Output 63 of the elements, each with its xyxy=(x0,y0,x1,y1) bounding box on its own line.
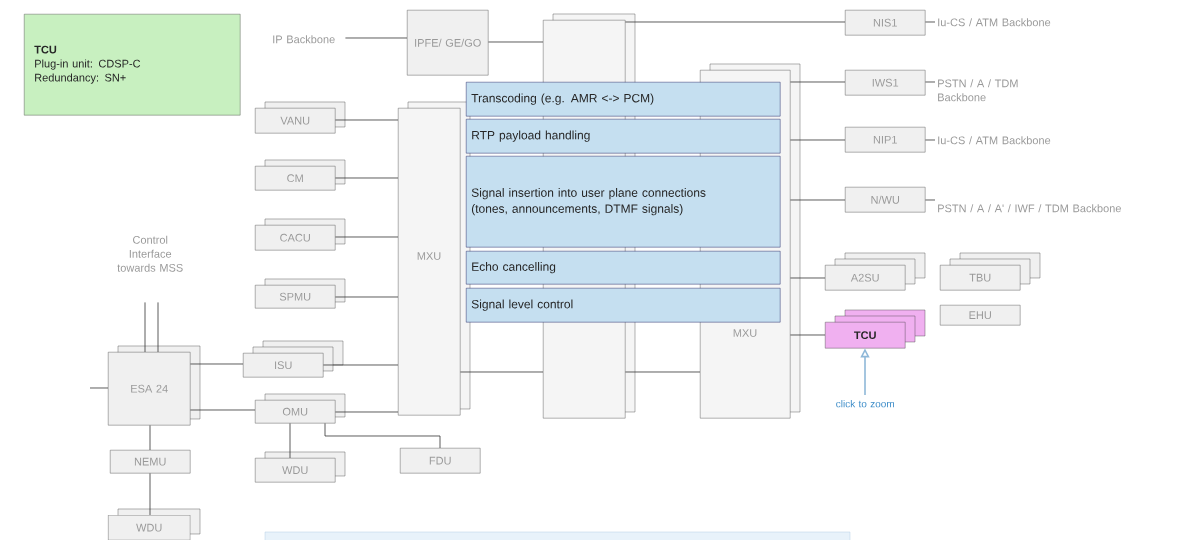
unit-box: OMU xyxy=(255,393,346,424)
function-box: RTP payload handling xyxy=(466,119,781,154)
unit-box: IWS1 xyxy=(845,70,926,96)
info-box: TCU Plug-in unit: CDSP-C Redundancy: SN+ xyxy=(24,14,241,116)
connector-line xyxy=(925,199,936,201)
unit-box: WDU xyxy=(108,508,201,540)
connector-line xyxy=(925,139,936,141)
unit-box: NIS1 xyxy=(845,10,926,36)
unit-box: WDU xyxy=(255,451,346,483)
function-box: Signal insertion into user plane connections (tones, announcements, DTMF signals) xyxy=(466,156,781,248)
connector-line xyxy=(324,423,441,449)
function-box: Echo cancelling xyxy=(466,251,781,285)
label-text: PSTN / A / A' / IWF / TDM Backbone xyxy=(938,204,1121,213)
unit-box: EHU xyxy=(940,305,1021,326)
link-text: click to zoom xyxy=(836,400,894,408)
connector-line xyxy=(625,371,701,373)
connector-line xyxy=(89,387,109,389)
connector-line xyxy=(925,81,936,83)
unit-box: TBU xyxy=(940,252,1041,291)
connector-line xyxy=(335,296,399,298)
connector-line xyxy=(790,334,826,336)
connector-line xyxy=(488,41,544,43)
label-text: Iu-CS / ATM Backbone xyxy=(938,18,1051,27)
unit-box: ISU xyxy=(243,340,344,378)
connector-line xyxy=(790,81,846,83)
connector-line xyxy=(190,363,244,365)
unit-box: IPFE/ GE/GO xyxy=(407,10,489,76)
function-box: Transcoding (e.g. AMR <-> PCM) xyxy=(466,82,781,117)
connector-line xyxy=(157,302,159,353)
connector-line xyxy=(335,119,399,121)
module-box: MXU xyxy=(398,101,471,416)
unit-box: NEMU xyxy=(110,450,191,474)
connector-line xyxy=(149,425,151,451)
connector-line xyxy=(149,473,151,516)
unit-box: CM xyxy=(255,159,346,191)
unit-box: SPMU xyxy=(255,278,346,309)
connector-line xyxy=(335,411,399,413)
label-text: Iu-CS / ATM Backbone xyxy=(938,136,1051,145)
unit-box: ESA 24 xyxy=(108,345,201,426)
label-text: PSTN / A / TDM Backbone xyxy=(938,79,1018,102)
connector-line xyxy=(790,139,846,141)
label-text: Control Interface towards MSS xyxy=(117,235,183,272)
unit-box: A2SU xyxy=(825,252,926,291)
connector-line xyxy=(190,409,256,411)
connector-line xyxy=(144,302,146,353)
unit-box: FDU xyxy=(400,448,481,474)
unit-box: VANU xyxy=(255,101,346,134)
unit-box: N/WU xyxy=(845,187,926,213)
connector-line xyxy=(625,21,846,23)
connector-line xyxy=(790,199,846,201)
unit-box: NIP1 xyxy=(845,127,926,153)
connector-line xyxy=(289,423,291,459)
connector-line xyxy=(345,37,408,39)
function-box: Signal level control xyxy=(466,288,781,323)
connector-line xyxy=(460,371,544,373)
connector-line xyxy=(335,236,399,238)
label-text: IP Backbone xyxy=(273,35,335,44)
connector-line xyxy=(335,177,399,179)
connector-line xyxy=(323,364,399,366)
unit-box: CACU xyxy=(255,218,346,251)
connector-line xyxy=(790,277,826,279)
connector-line xyxy=(925,21,936,23)
unit-box: TCU xyxy=(825,309,926,349)
